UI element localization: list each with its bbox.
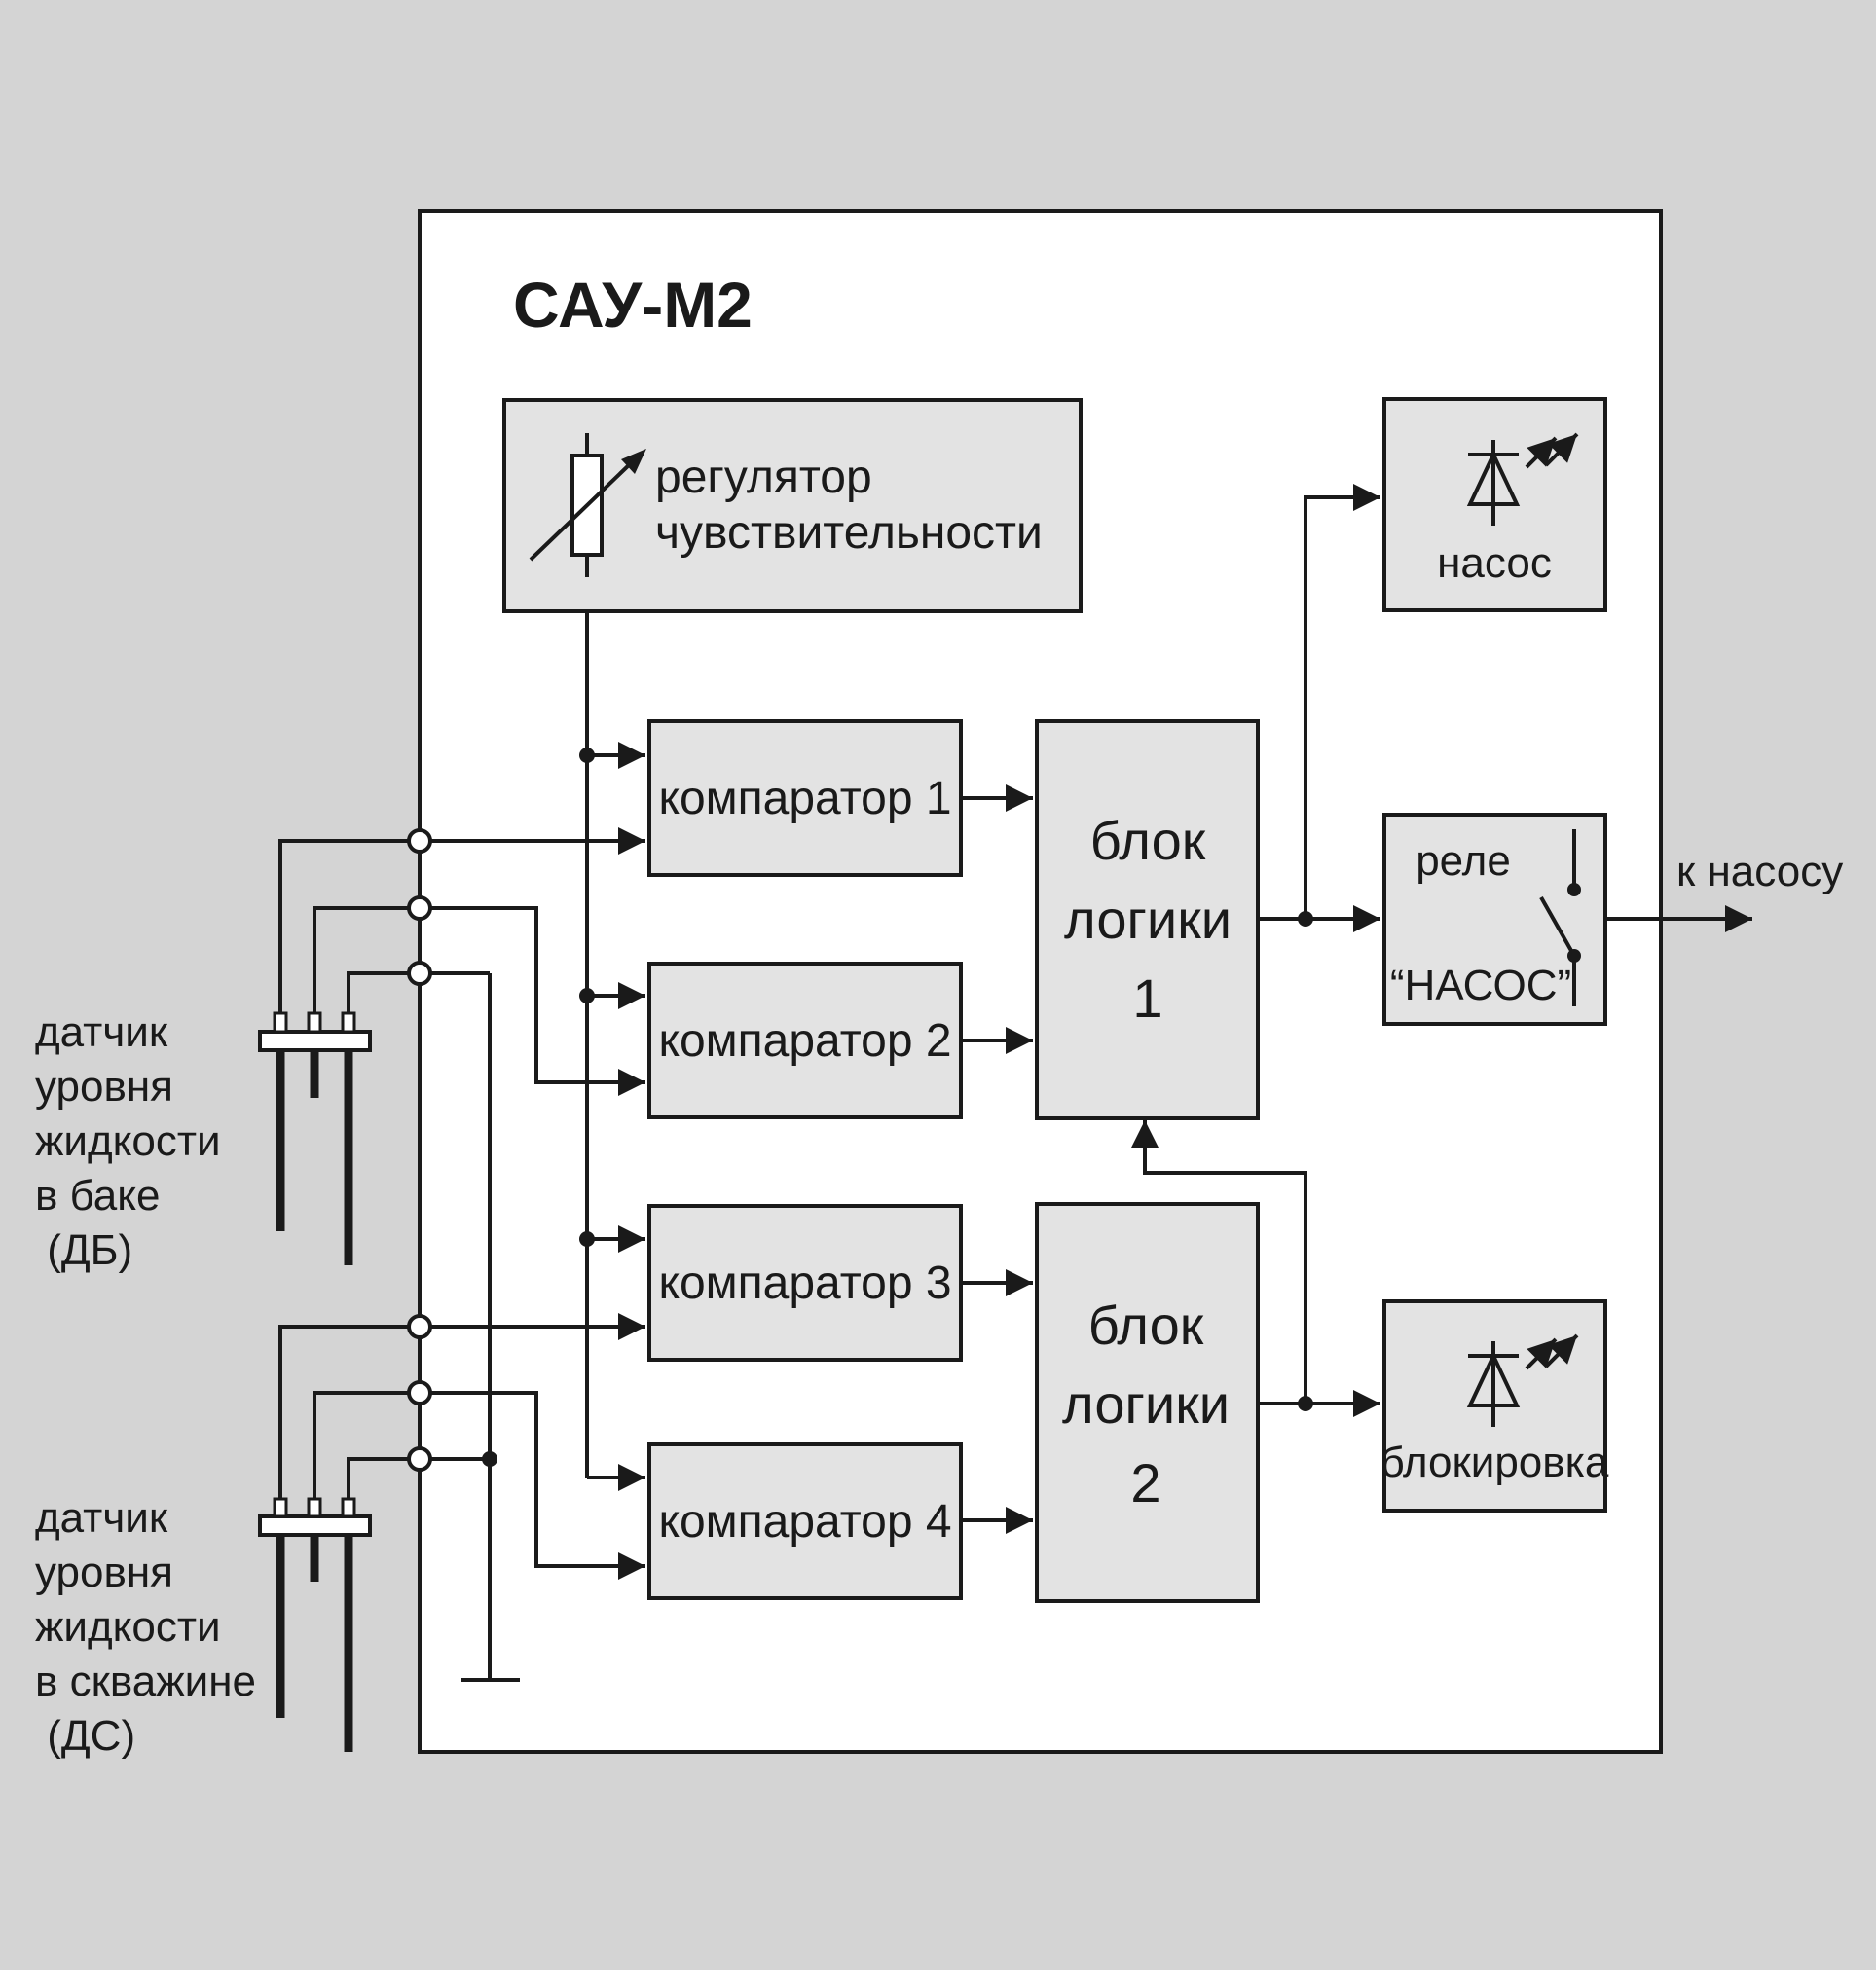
well-sensor-line5: (ДС) (35, 1712, 135, 1760)
logic-block-1-line3: 1 (1132, 967, 1162, 1029)
blocking-indicator: блокировка (1380, 1299, 1609, 1513)
pump-indicator: насос (1382, 397, 1607, 612)
blocking-indicator-label: блокировка (1380, 1439, 1609, 1486)
led-icon (1466, 1333, 1579, 1427)
logic-block-2-line2: логики (1062, 1373, 1230, 1435)
tank-sensor-line1: датчик (35, 1008, 168, 1056)
comparator-3-label: компаратор 3 (658, 1258, 951, 1309)
well-sensor-line1: датчик (35, 1494, 168, 1542)
junction-nodes (482, 748, 1313, 1467)
regulator-label-line2: чувствительности (655, 507, 1043, 559)
comparator-4-label: компаратор 4 (658, 1496, 951, 1548)
comparator-1-label: компаратор 1 (658, 773, 951, 824)
led-icon (1466, 432, 1579, 526)
pump-relay: реле “НАСОС” (1382, 813, 1607, 1026)
well-sensor-line3: жидкости (35, 1603, 221, 1651)
tank-sensor-line3: жидкости (35, 1117, 221, 1165)
well-level-sensor (258, 1497, 372, 1752)
variable-resistor-icon (529, 433, 646, 577)
input-terminals (407, 828, 432, 1472)
comparator-3: компаратор 3 (647, 1204, 963, 1362)
device-title: САУ-М2 (513, 269, 753, 341)
pump-indicator-label: насос (1437, 539, 1552, 587)
logic-block-2-line3: 2 (1130, 1452, 1160, 1514)
tank-level-sensor (258, 1011, 372, 1265)
comparator-2: компаратор 2 (647, 962, 963, 1119)
well-sensor-label: датчик уровня жидкости в скважине (ДС) (35, 1494, 256, 1760)
tank-sensor-label: датчик уровня жидкости в баке (ДБ) (35, 1008, 221, 1274)
relay-contact-icon (1539, 829, 1581, 1006)
regulator-label-line1: регулятор (655, 452, 872, 503)
logic-block-1: блок логики 1 (1035, 719, 1260, 1120)
tank-sensor-line2: уровня (35, 1063, 173, 1111)
comparator-2-label: компаратор 2 (658, 1015, 951, 1067)
well-sensor-line2: уровня (35, 1549, 173, 1596)
comparator-4: компаратор 4 (647, 1442, 963, 1600)
logic-block-2: блок логики 2 (1035, 1202, 1260, 1603)
sensitivity-regulator: регулятор чувствительности (502, 398, 1083, 613)
logic-block-2-line1: блок (1088, 1295, 1204, 1356)
relay-label-line1: реле (1416, 837, 1511, 885)
logic-block-1-line2: логики (1064, 889, 1232, 950)
logic-block-1-line1: блок (1090, 810, 1206, 871)
tank-sensor-line5: (ДБ) (35, 1226, 132, 1274)
tank-sensor-line4: в баке (35, 1172, 160, 1220)
relay-label-line2: “НАСОС” (1390, 962, 1571, 1009)
comparator-1: компаратор 1 (647, 719, 963, 877)
to-pump-label: к насосу (1676, 848, 1843, 895)
well-sensor-line4: в скважине (35, 1658, 256, 1705)
